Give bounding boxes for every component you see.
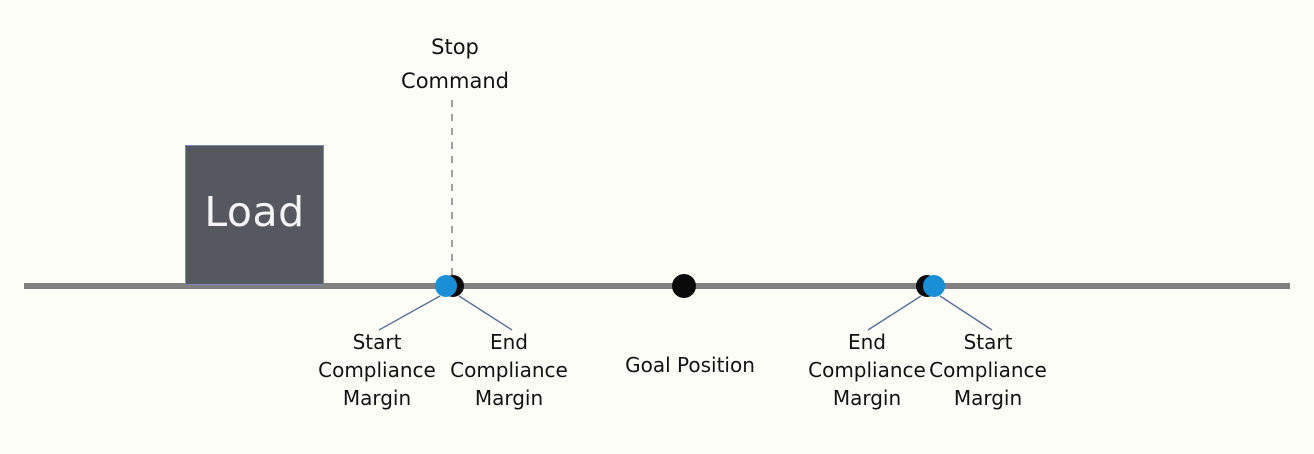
label-end-compliance-margin-left: End Compliance Margin [450,330,568,410]
load-block: Load [185,145,324,285]
start-compliance-margin-left-marker [435,275,457,297]
label-end-compliance-margin-right: End Compliance Margin [808,330,926,410]
leader-line-left-end [458,295,513,331]
leader-line-left-start [378,295,441,331]
load-block-label: Load [204,187,305,236]
leader-line-right-end [867,295,922,331]
goal-position-marker [672,274,696,298]
label-start-compliance-margin-right: Start Compliance Margin [929,330,1047,410]
leader-line-right-start [939,295,993,331]
label-goal-position: Goal Position [625,353,755,377]
start-compliance-margin-right-marker [923,275,945,297]
label-start-compliance-margin-left: Start Compliance Margin [318,330,436,410]
stop-command-label: Stop Command [401,35,509,93]
